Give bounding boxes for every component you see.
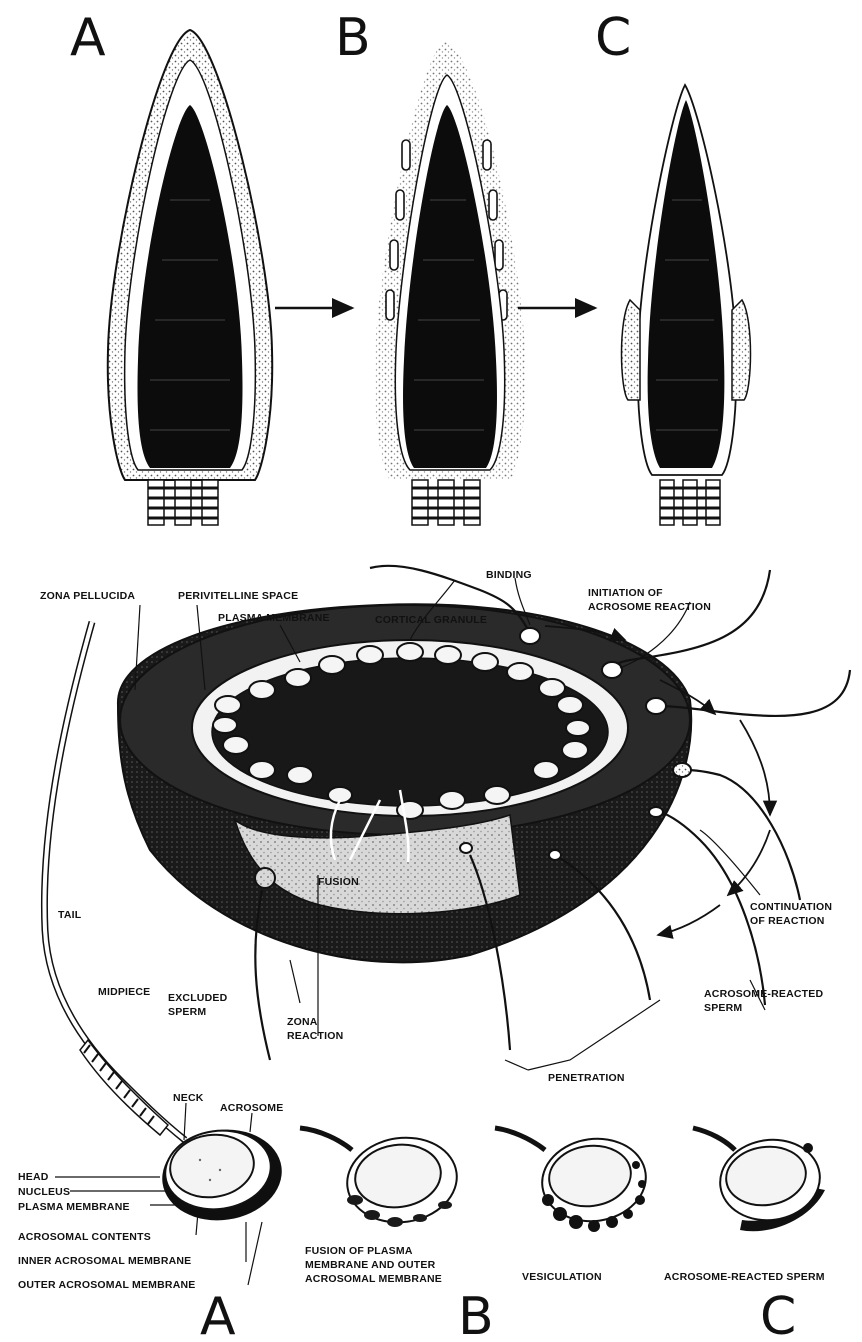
caption-fusion-2: MEMBRANE AND OUTER — [305, 1259, 436, 1271]
caption-fusion-3: ACROSOMAL MEMBRANE — [305, 1273, 442, 1285]
sperm-head-a-illustration — [108, 30, 272, 525]
label-continuation-1: CONTINUATION — [750, 901, 832, 913]
top-letter-c: C — [595, 8, 631, 68]
label-acrosome-reacted-1: ACROSOME-REACTED — [704, 988, 824, 1000]
bottom-head-d — [693, 1128, 825, 1231]
label-acrosome: ACROSOME — [220, 1102, 283, 1114]
label-initiation-1: INITIATION OF — [588, 587, 663, 599]
fusion-inner-label: FUSION — [318, 876, 359, 888]
label-cortical-granule: CORTICAL GRANULE — [375, 614, 487, 626]
sperm-c-neck-stripes — [660, 480, 720, 525]
label-inner-acrosomal-membrane: INNER ACROSOMAL MEMBRANE — [18, 1255, 191, 1267]
label-binding: BINDING — [486, 569, 532, 581]
sperm-head-c-illustration — [622, 85, 751, 525]
label-zona-pellucida: ZONA PELLUCIDA — [40, 590, 135, 602]
label-plasma-membrane-head: PLASMA MEMBRANE — [18, 1201, 130, 1213]
bottom-letter-b: B — [458, 1287, 494, 1342]
caption-fusion-1: FUSION OF PLASMA — [305, 1245, 413, 1257]
label-acrosomal-contents: ACROSOMAL CONTENTS — [18, 1231, 151, 1243]
label-continuation-2: OF REACTION — [750, 915, 825, 927]
top-letter-a: A — [70, 8, 106, 68]
top-panel: A B C — [70, 8, 751, 525]
caption-acrosome-reacted: ACROSOME-REACTED SPERM — [664, 1271, 825, 1283]
egg-diagram: FUSION — [40, 566, 850, 1084]
bottom-head-a — [156, 1122, 287, 1228]
bottom-letter-c: C — [760, 1287, 796, 1342]
sperm-b-neck-stripes — [412, 480, 480, 525]
label-penetration: PENETRATION — [548, 1072, 625, 1084]
sperm-a-neck-stripes — [148, 480, 218, 525]
sperm-head-b-illustration — [374, 40, 525, 525]
label-excluded-1: EXCLUDED — [168, 992, 228, 1004]
label-nucleus: NUCLEUS — [18, 1186, 70, 1198]
label-neck: NECK — [173, 1092, 204, 1104]
bottom-head-b — [300, 1128, 462, 1229]
top-letter-b: B — [335, 8, 371, 68]
label-perivitelline-space: PERIVITELLINE SPACE — [178, 590, 298, 602]
acrosome-reacted-sperm-surface — [649, 807, 765, 1005]
label-initiation-2: ACROSOME REACTION — [588, 601, 711, 613]
caption-vesiculation: VESICULATION — [522, 1271, 602, 1283]
midpiece-segment — [80, 1040, 168, 1135]
label-midpiece: MIDPIECE — [98, 986, 150, 998]
bottom-head-c — [495, 1128, 651, 1232]
label-head: HEAD — [18, 1171, 49, 1183]
label-acrosome-reacted-2: SPERM — [704, 1002, 742, 1014]
label-outer-acrosomal-membrane: OUTER ACROSOMAL MEMBRANE — [18, 1279, 195, 1291]
label-plasma-membrane: PLASMA MEMBRANE — [218, 612, 330, 624]
label-tail: TAIL — [58, 909, 82, 921]
label-excluded-2: SPERM — [168, 1006, 206, 1018]
label-zona-reaction-2: REACTION — [287, 1030, 343, 1042]
bottom-letter-a: A — [200, 1287, 236, 1342]
label-zona-reaction-1: ZONA — [287, 1016, 318, 1028]
